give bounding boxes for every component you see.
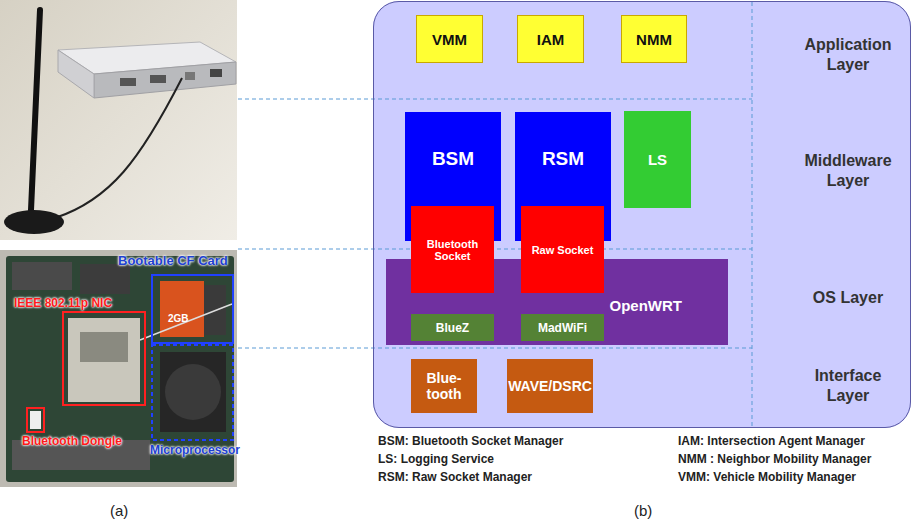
highlight-box [152,345,233,440]
abbreviation-note: VMM: Vehicle Mobility Manager [678,470,856,484]
layer-label: Interface Layer [793,366,903,406]
layer-separator [238,249,752,250]
nic-card [68,318,140,402]
antenna [31,10,40,210]
part-label: Microprocessor [150,443,240,457]
subfigure-label: (b) [634,502,652,519]
dongle [30,411,41,429]
board-part [12,262,72,290]
box-label: Bluetooth Socket [413,238,492,262]
layer-label: Middleware Layer [793,151,903,191]
antenna-cable [55,78,182,218]
layer-separator [238,348,752,349]
box-label: OpenWRT [610,297,683,314]
cf-card [160,281,204,337]
layer-label: Application Layer [793,35,903,75]
board-part [80,264,130,294]
box-label: MadWiFi [538,321,587,335]
middleware-box: LS [624,111,691,208]
photo-ground [0,0,237,240]
driver-box: BlueZ [411,314,494,341]
box-label: BSM [432,148,474,170]
heatsink [160,352,226,432]
box-label: IAM [537,31,565,48]
panel-fill [373,1,911,428]
app-box: NMM [621,15,687,63]
device-photo [0,0,237,240]
antenna-base [4,210,64,234]
box-label: Raw Socket [532,244,594,256]
highlight-box [27,408,44,432]
box-label: BlueZ [436,321,469,335]
box-label: LS [648,151,667,168]
layer-label: OS Layer [793,288,903,308]
nic-chip [80,332,128,362]
device-front [94,62,236,98]
abbreviation-note: LS: Logging Service [378,452,494,466]
device-port [210,69,222,77]
driver-box: MadWiFi [521,314,604,341]
device-port [120,78,136,86]
layer-separators [238,2,752,427]
abbreviation-note: BSM: Bluetooth Socket Manager [378,434,563,448]
card-print: 2GB [168,313,189,324]
abbreviation-note: NMM : Neighbor Mobility Manager [678,452,871,466]
box-label: Blue-tooth [413,370,475,402]
fan [165,364,221,420]
box-label: VMM [432,31,467,48]
device-port [150,75,166,83]
layer-panel: Application LayerMiddleware Layer OS Laye… [373,1,911,428]
app-box: IAM [517,15,584,63]
app-box: VMM [416,15,483,63]
part-label: Bluetooth Dongle [22,434,122,448]
abbreviation-note: IAM: Intersection Agent Manager [678,434,865,448]
interface-box: WAVE/DSRC [507,359,593,413]
highlight-box [152,275,233,343]
pigtail-cable [140,304,232,340]
highlight-box [63,312,145,405]
part-label: IEEE 802.11p NIC [14,296,112,310]
socket-box: Bluetooth Socket [411,206,494,293]
box-label: WAVE/DSRC [508,378,592,394]
box-label: NMM [636,31,672,48]
box-label: RSM [542,148,584,170]
abbreviation-note: RSM: Raw Socket Manager [378,470,532,484]
socket-box: Raw Socket [521,206,604,293]
layer-separator [752,2,753,427]
layer-separator [238,99,752,100]
device-port [185,72,195,80]
part-label: Bootable CF Card [118,253,228,268]
device-side [58,50,94,98]
interface-box: Blue-tooth [411,359,477,413]
subfigure-label: (a) [110,502,128,519]
